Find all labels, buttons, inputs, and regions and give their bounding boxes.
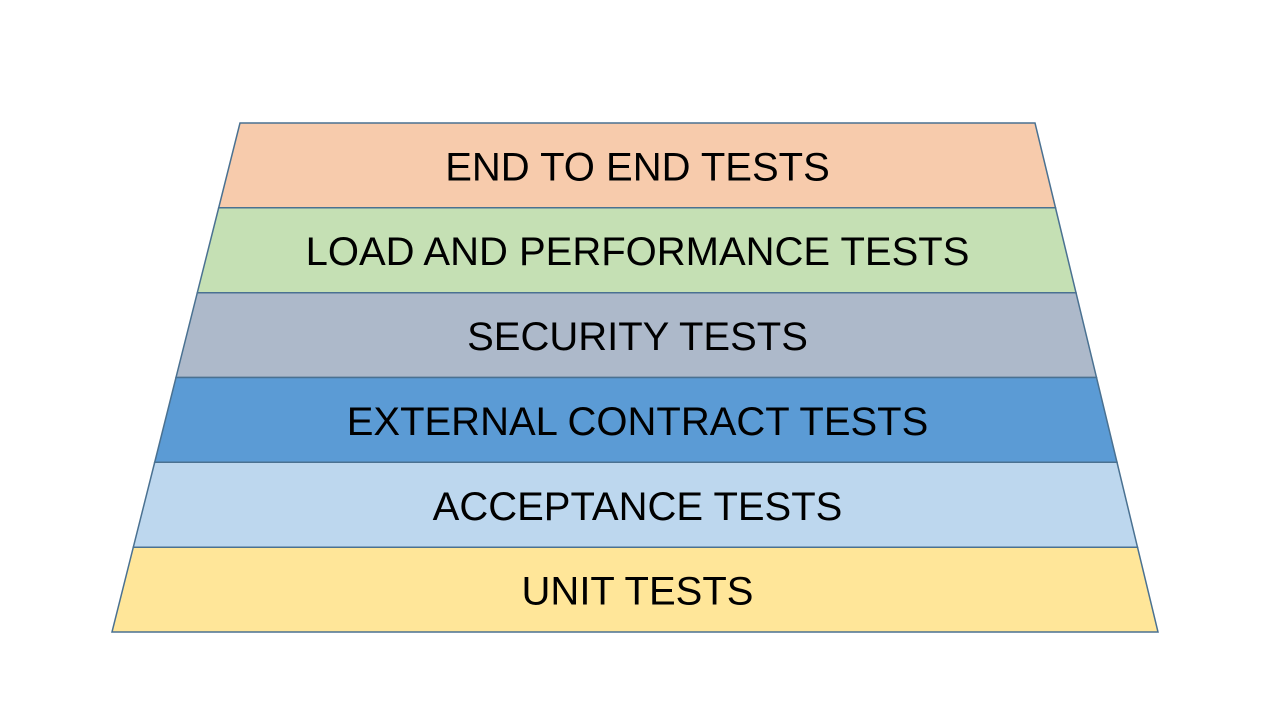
pyramid-layer-label-external-contract-tests: EXTERNAL CONTRACT TESTS bbox=[347, 400, 929, 444]
pyramid-layer-label-unit-tests: UNIT TESTS bbox=[522, 570, 754, 614]
pyramid-layer-label-load-and-performance-tests: LOAD AND PERFORMANCE TESTS bbox=[306, 230, 970, 274]
pyramid-layer-unit-tests bbox=[111, 546, 1159, 633]
pyramid-layer-label-acceptance-tests: ACCEPTANCE TESTS bbox=[433, 485, 843, 529]
pyramid-layer-label-security-tests: SECURITY TESTS bbox=[467, 315, 808, 359]
pyramid-layer-label-end-to-end-tests: END TO END TESTS bbox=[445, 145, 830, 189]
